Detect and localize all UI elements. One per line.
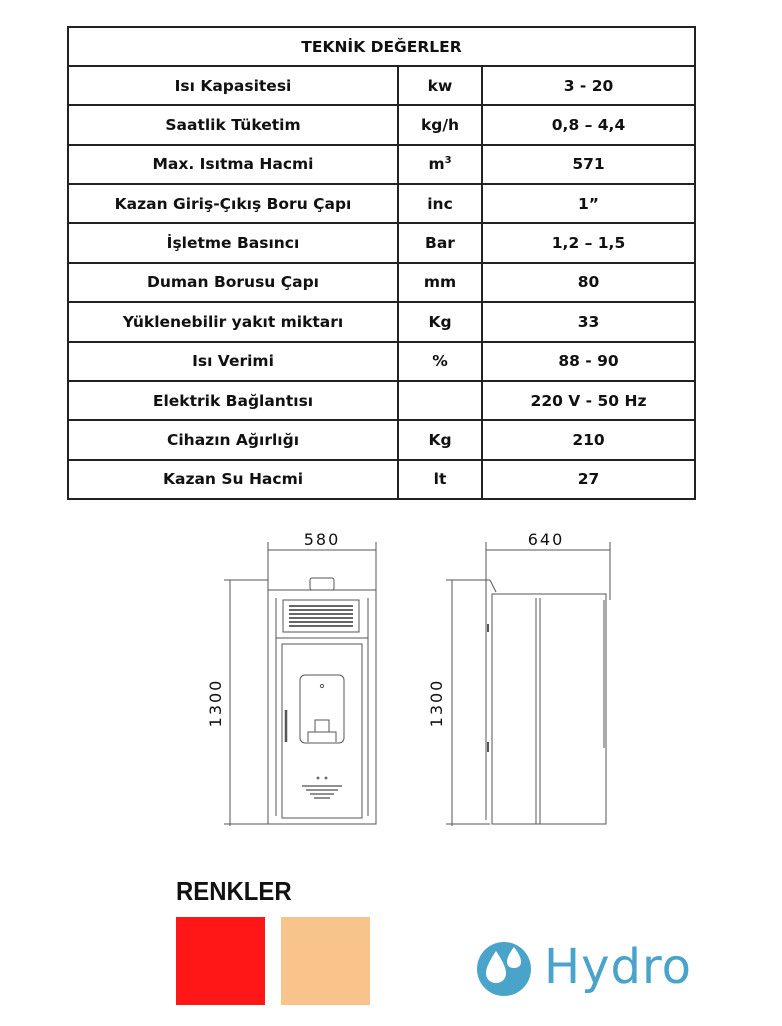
spec-name: Saatlik Tüketim (67, 104, 399, 146)
spec-value: 220 V - 50 Hz (481, 379, 696, 422)
spec-unit: m3 (397, 143, 483, 186)
spec-unit: lt (397, 458, 483, 501)
spec-unit: inc (397, 183, 483, 225)
table-row: Max. Isıtma Hacmi m3 571 (67, 143, 696, 186)
front-view-drawing (224, 542, 377, 826)
side-view-drawing (446, 542, 611, 826)
spec-unit: Kg (397, 419, 483, 461)
side-depth-label: 640 (528, 530, 565, 549)
water-drop-icon (477, 942, 531, 996)
spec-unit: kg/h (397, 104, 483, 146)
spec-value: 88 - 90 (481, 340, 696, 382)
spec-name: Isı Verimi (67, 340, 399, 382)
dimension-drawings: 580 640 1300 1300 (206, 530, 611, 826)
table-row: Saatlik Tüketim kg/h 0,8 – 4,4 (67, 104, 696, 146)
spec-value: 27 (481, 458, 696, 501)
table-row: Isı Kapasitesi kw 3 - 20 (67, 64, 696, 107)
table-row: Yüklenebilir yakıt miktarı Kg 33 (67, 301, 696, 343)
spec-name: Elektrik Bağlantısı (67, 379, 399, 422)
spec-name: Kazan Giriş-Çıkış Boru Çapı (67, 183, 399, 225)
spec-name: İşletme Basıncı (67, 222, 399, 264)
table-row: Duman Borusu Çapı mm 80 (67, 261, 696, 304)
spec-name: Max. Isıtma Hacmi (67, 143, 399, 186)
table-row: Elektrik Bağlantısı 220 V - 50 Hz (67, 379, 696, 422)
spec-unit: Bar (397, 222, 483, 264)
spec-value: 210 (481, 419, 696, 461)
spec-value: 3 - 20 (481, 64, 696, 107)
spec-name: Yüklenebilir yakıt miktarı (67, 301, 399, 343)
spec-value: 0,8 – 4,4 (481, 104, 696, 146)
spec-table: TEKNİK DEĞERLER Isı Kapasitesi kw 3 - 20… (67, 26, 696, 501)
side-height-label: 1300 (427, 679, 446, 728)
spec-name: Kazan Su Hacmi (67, 458, 399, 501)
table-row: Kazan Giriş-Çıkış Boru Çapı inc 1” (67, 183, 696, 225)
spec-value: 1,2 – 1,5 (481, 222, 696, 264)
spec-unit: % (397, 340, 483, 382)
table-row: Isı Verimi % 88 - 90 (67, 340, 696, 382)
front-height-label: 1300 (206, 679, 225, 728)
logo-text: Hydro (544, 939, 693, 995)
table-row: Cihazın Ağırlığı Kg 210 (67, 419, 696, 461)
spec-unit: Kg (397, 301, 483, 343)
spec-name: Duman Borusu Çapı (67, 261, 399, 304)
colors-heading: RENKLER (176, 876, 292, 906)
hydro-logo: Hydro (474, 937, 704, 1001)
table-row: Kazan Su Hacmi lt 27 (67, 458, 696, 501)
color-swatch-beige (281, 917, 370, 1005)
spec-value: 571 (481, 143, 696, 186)
spec-name: Cihazın Ağırlığı (67, 419, 399, 461)
unit-base: m (428, 155, 445, 174)
table-row: İşletme Basıncı Bar 1,2 – 1,5 (67, 222, 696, 264)
color-swatch-red (176, 917, 265, 1005)
spec-unit (397, 379, 483, 422)
spec-value: 1” (481, 183, 696, 225)
table-title: TEKNİK DEĞERLER (67, 26, 696, 67)
unit-superscript: 3 (444, 155, 452, 167)
front-width-label: 580 (304, 530, 341, 549)
spec-unit: kw (397, 64, 483, 107)
spec-name: Isı Kapasitesi (67, 64, 399, 107)
spec-unit: mm (397, 261, 483, 304)
spec-value: 80 (481, 261, 696, 304)
spec-value: 33 (481, 301, 696, 343)
